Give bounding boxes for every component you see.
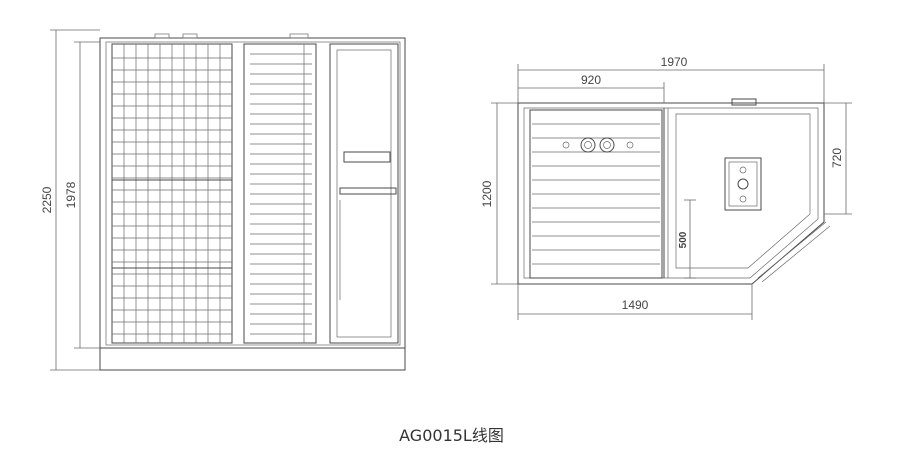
front-door-handle-bar <box>339 187 397 195</box>
top-handle <box>731 98 757 106</box>
front-view: 2250 1978 <box>40 29 406 371</box>
top-knob-small-right <box>626 141 634 149</box>
dim-1200-label: 1200 <box>480 180 494 207</box>
front-base <box>99 347 406 371</box>
top-control-dial-1 <box>739 166 747 174</box>
top-knob-left <box>580 137 596 153</box>
front-top-vent-3 <box>289 33 309 39</box>
top-knob-right <box>599 137 615 153</box>
dim-1490-label: 1490 <box>622 298 649 312</box>
front-middle-panel <box>243 43 317 344</box>
front-middle-slats <box>250 53 312 335</box>
top-bench-area <box>529 109 663 279</box>
top-control-box <box>724 157 762 211</box>
top-inner-outline <box>523 107 819 279</box>
dim-2250-label: 2250 <box>40 186 54 213</box>
front-top-vent-2 <box>182 33 198 39</box>
dim-1970-label: 1970 <box>661 55 688 69</box>
front-top-vent-1 <box>154 33 170 39</box>
top-knob-small-left <box>562 141 570 149</box>
top-outer-outline <box>517 102 825 285</box>
dim-500-label: 500 <box>678 231 689 248</box>
front-door-frame <box>329 43 399 344</box>
top-shower-floor <box>675 113 811 269</box>
dim-920-label: 920 <box>581 73 601 87</box>
dim-720-label: 720 <box>830 148 844 168</box>
top-view: 1970 920 1200 720 1490 500 <box>480 55 852 320</box>
drawing-caption: AG0015L线图 <box>399 426 504 445</box>
top-control-dial-2 <box>737 178 749 190</box>
front-door-handle-top <box>343 151 391 163</box>
front-outer-frame <box>99 37 406 349</box>
dim-1978-label: 1978 <box>64 181 78 208</box>
top-control-dial-3 <box>739 195 747 203</box>
front-inner-frame <box>105 41 401 346</box>
front-left-grid <box>112 44 232 343</box>
top-bench-slats <box>532 123 660 265</box>
